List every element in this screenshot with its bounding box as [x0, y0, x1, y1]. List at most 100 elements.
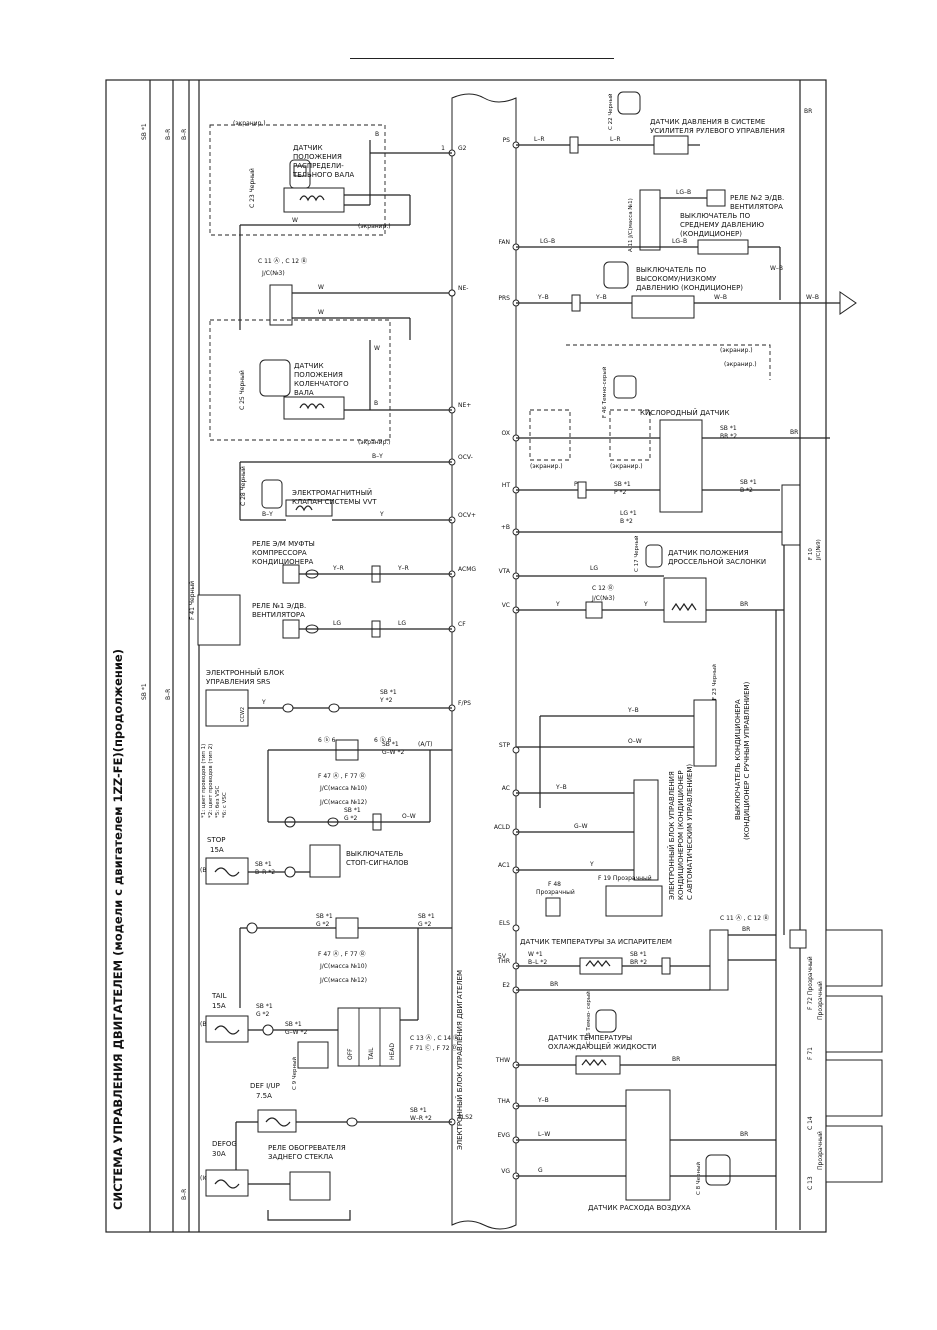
svg-text:F 10: F 10 — [808, 548, 814, 560]
ecu-pin-label: NE+ — [458, 402, 471, 409]
svg-text:6 ⓑ 6: 6 ⓑ 6 — [318, 736, 336, 744]
svg-text:(A/T): (A/T) — [418, 741, 432, 748]
svg-text:Y: Y — [643, 601, 648, 608]
svg-text:BR *2: BR *2 — [720, 433, 737, 440]
svg-text:O–W: O–W — [402, 813, 416, 820]
svg-text:F 48: F 48 — [548, 881, 561, 888]
svg-text:Y–B: Y–B — [537, 1097, 549, 1104]
svg-text:G–W *2: G–W *2 — [382, 749, 404, 756]
svg-text:(экранир.): (экранир.) — [610, 463, 643, 470]
svg-text:LG–B: LG–B — [540, 238, 555, 245]
svg-text:L–R: L–R — [610, 136, 621, 143]
svg-text:C 23 Черный: C 23 Черный — [249, 168, 256, 208]
svg-text:Y–R: Y–R — [397, 565, 409, 572]
svg-text:LG–B: LG–B — [676, 189, 691, 196]
svg-text:5V: 5V — [498, 953, 507, 960]
f41-connector: F 41 Черный — [189, 581, 241, 646]
jc-right: C 11 Ⓐ , C 12 Ⓑ BR BR — [709, 80, 812, 1230]
svg-text:*2: цвет проводов (тип 2): *2: цвет проводов (тип 2) — [208, 744, 214, 818]
svg-text:SB *1: SB *1 — [382, 741, 399, 748]
svg-text:C 14: C 14 — [807, 1116, 814, 1130]
svg-text:15A: 15A — [210, 846, 224, 854]
ecu-pin-label: THA — [497, 1098, 511, 1105]
svg-text:SB *1: SB *1 — [285, 1021, 302, 1028]
ecu-pin-label: E2 — [502, 982, 510, 989]
svg-text:A 11 J/C(масса №1): A 11 J/C(масса №1) — [628, 198, 634, 252]
svg-text:P: P — [574, 481, 578, 488]
svg-text:C 9 Черный: C 9 Черный — [291, 1057, 298, 1090]
ecu-pin-label: VTA — [499, 568, 511, 575]
svg-text:РЕЛЕ №2 Э/ДВ.ВЕНТИЛЯТОРА: РЕЛЕ №2 Э/ДВ.ВЕНТИЛЯТОРА — [730, 194, 784, 211]
svg-text:*1: цвет проводов (тип 1): *1: цвет проводов (тип 1) — [201, 744, 207, 818]
ecu-label: ЭЛЕКТРОННЫЙ БЛОК УПРАВЛЕНИЯ ДВИГАТЕЛЕМ — [455, 970, 464, 1150]
svg-text:B–R: B–R — [181, 129, 188, 140]
svg-text:(экранир.): (экранир.) — [724, 361, 757, 368]
ecu-pin-label: THW — [495, 1057, 510, 1064]
svg-text:C 17 Черный: C 17 Черный — [633, 535, 640, 572]
svg-text:SB *1: SB *1 — [614, 481, 631, 488]
ecu-pin-label: AC1 — [498, 862, 510, 869]
svg-text:SB *1: SB *1 — [418, 913, 435, 920]
o2-sensor: F 46 Темно-серый КИСЛОРОДНЫЙ ДАТЧИК P SB… — [516, 344, 830, 513]
svg-text:TAIL: TAIL — [368, 1047, 375, 1061]
ecu-pin-label: ELS — [499, 920, 510, 927]
svg-text:*5: без VSC: *5: без VSC — [215, 785, 221, 818]
svg-text:C 13 Ⓐ , C 14 Ⓑ: C 13 Ⓐ , C 14 Ⓑ — [410, 1034, 459, 1042]
svg-text:B–R: B–R — [181, 1189, 188, 1200]
svg-text:BR: BR — [550, 981, 558, 988]
ecu-pin-label: EVG — [497, 1132, 510, 1139]
svg-text:F 47 Ⓐ , F 77 Ⓑ: F 47 Ⓐ , F 77 Ⓑ — [318, 772, 366, 780]
svg-text:Y: Y — [261, 699, 266, 706]
svg-text:G *2: G *2 — [344, 815, 358, 822]
svg-text:B *2: B *2 — [620, 518, 633, 525]
svg-text:F 46 Темно-серый: F 46 Темно-серый — [601, 366, 608, 418]
svg-text:L–W: L–W — [538, 1131, 550, 1138]
svg-text:SB *1: SB *1 — [316, 913, 333, 920]
svg-text:C 12 Ⓑ: C 12 Ⓑ — [592, 584, 614, 592]
svg-text:B–R: B–R — [165, 129, 172, 140]
stop-circuit: 6 ⓑ 6 6 ⓑ 6 SB *1 G–W *2 (A/T) F 47 Ⓐ , … — [200, 736, 452, 885]
svg-text:J/C(№3): J/C(№3) — [261, 270, 285, 277]
svg-text:J/C(№9): J/C(№9) — [816, 539, 822, 561]
svg-text:BR: BR — [790, 429, 798, 436]
svg-text:STOP: STOP — [207, 836, 225, 844]
ac-ecu-auto: ЭЛЕКТРОННЫЙ БЛОК УПРАВЛЕНИЯ КОНДИЦИОНЕРО… — [516, 764, 694, 917]
ecu-pin-label: THR — [497, 958, 510, 965]
svg-text:G *2: G *2 — [418, 921, 432, 928]
svg-text:W: W — [374, 345, 380, 352]
svg-text:КИСЛОРОДНЫЙ ДАТЧИК: КИСЛОРОДНЫЙ ДАТЧИК — [640, 408, 730, 417]
svg-text:*6: с VSC: *6: с VSC — [222, 792, 228, 818]
svg-text:G–W: G–W — [574, 823, 588, 830]
svg-text:BR: BR — [742, 926, 750, 933]
svg-text:P *2: P *2 — [614, 489, 627, 496]
diagram-title: СИСТЕМА УПРАВЛЕНИЯ ДВИГАТЕЛЕМ (модели с … — [111, 649, 125, 1210]
left-bus: SB *1 B–R B–R SB *1 B–R B–R — [141, 80, 200, 1232]
svg-text:J/C(масса №12): J/C(масса №12) — [319, 977, 367, 984]
svg-text:BR: BR — [804, 108, 812, 115]
svg-text:(экранир.): (экранир.) — [358, 223, 391, 230]
svg-text:W: W — [318, 309, 324, 316]
svg-text:W–R *2: W–R *2 — [410, 1115, 432, 1122]
svg-text:C 11 Ⓐ , C 12 Ⓑ: C 11 Ⓐ , C 12 Ⓑ — [258, 257, 307, 265]
ecu-pin-label: OCV- — [458, 454, 473, 461]
svg-text:Y–B: Y–B — [627, 707, 639, 714]
svg-text:Прозрачный: Прозрачный — [817, 1131, 824, 1170]
svg-text:W–B: W–B — [806, 294, 819, 301]
svg-text:Y–B: Y–B — [595, 294, 607, 301]
svg-text:SB *1: SB *1 — [410, 1107, 427, 1114]
svg-text:F 47 Ⓐ , F 77 Ⓑ: F 47 Ⓐ , F 77 Ⓑ — [318, 950, 366, 958]
svg-text:CCW2: CCW2 — [240, 707, 246, 722]
svg-text:Y: Y — [589, 861, 594, 868]
ecu-pin-label: OX — [502, 430, 510, 437]
outer-frame — [105, 79, 827, 1233]
ecu-pin-label: CF — [458, 621, 466, 628]
svg-text:F 41 Черный: F 41 Черный — [189, 581, 196, 620]
svg-text:6 ⓑ 6: 6 ⓑ 6 — [374, 736, 392, 744]
